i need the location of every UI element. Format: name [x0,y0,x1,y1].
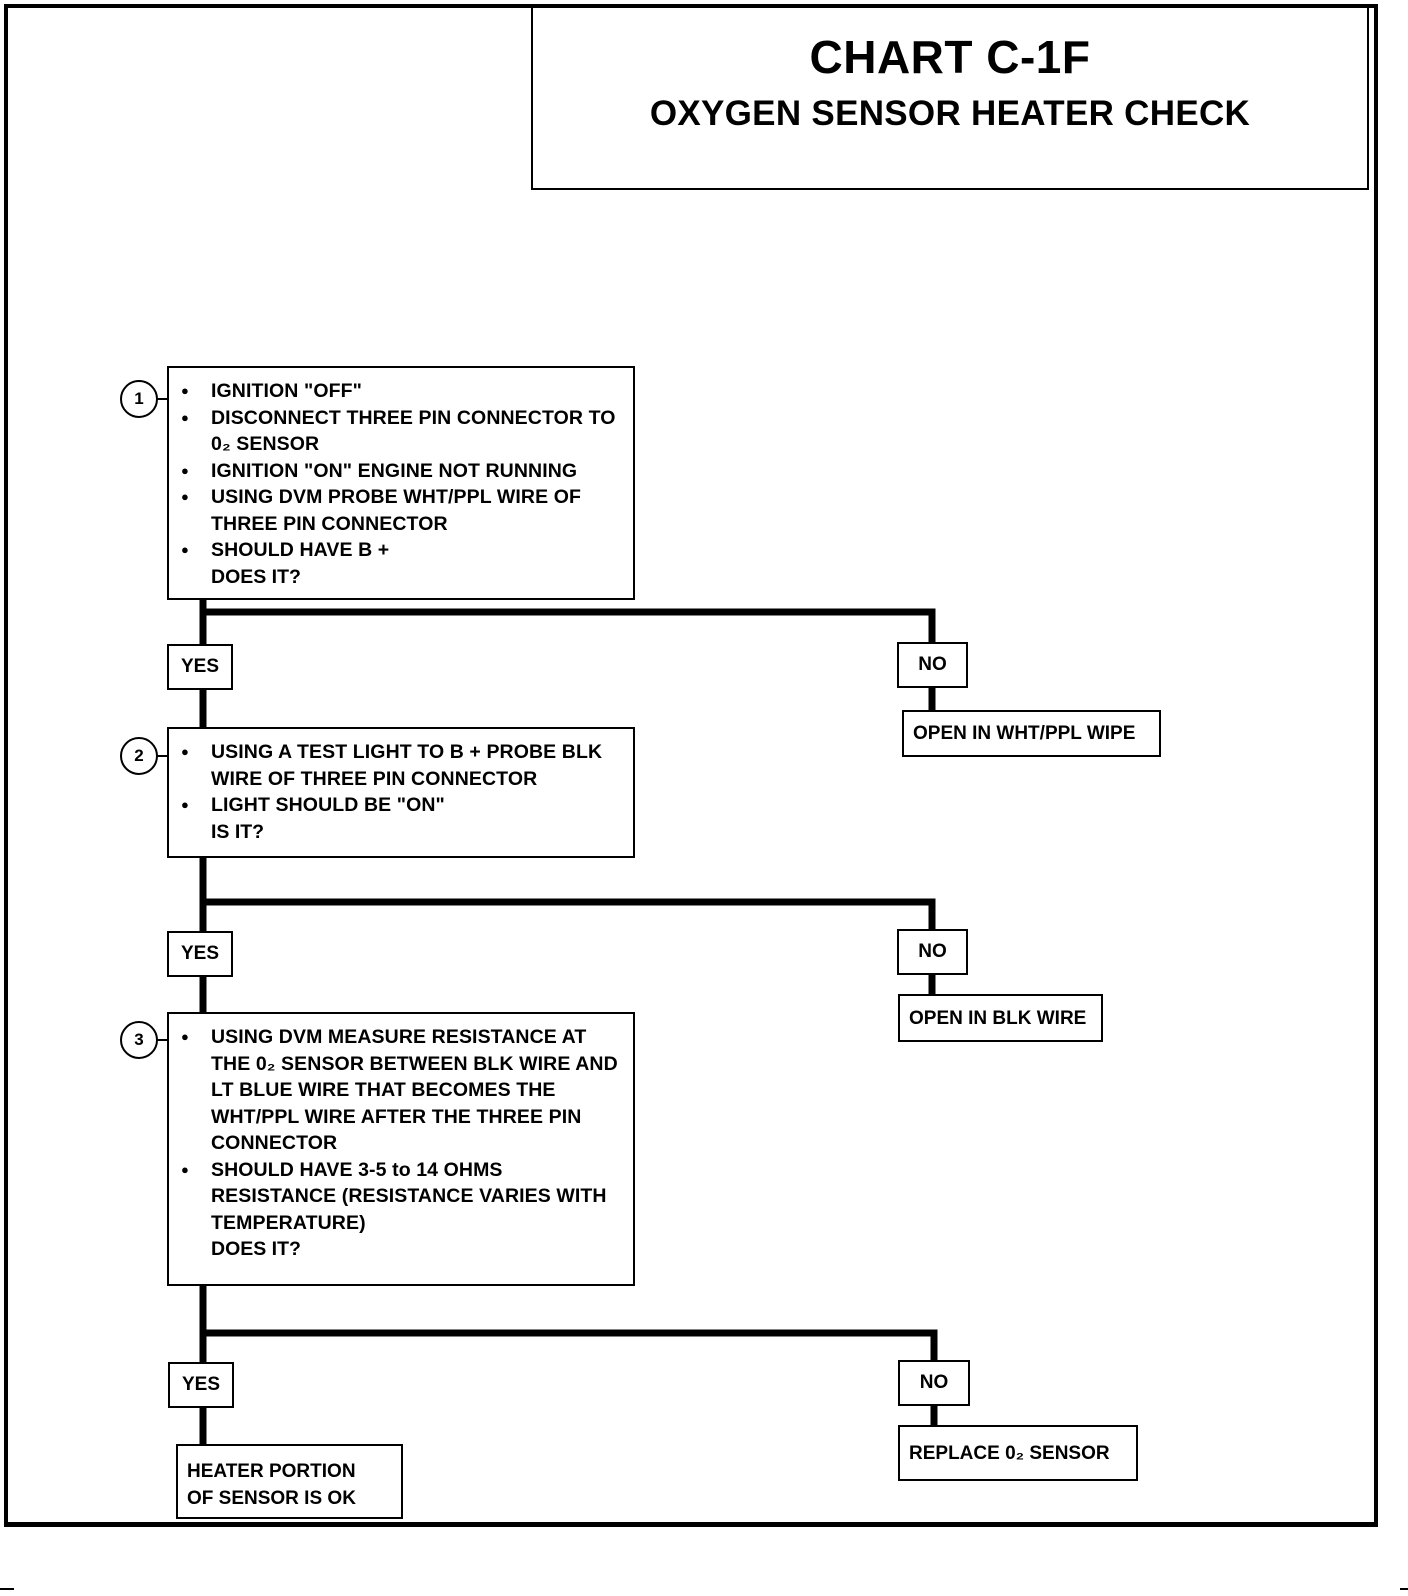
step-3-bullet-continued: WHT/PPL WIRE AFTER THE THREE PIN [211,1105,582,1128]
step-1-number-circle: 1 [120,380,158,418]
step-1-yes-label: YES [167,644,233,690]
step-1-question: DOES IT? [211,565,301,588]
step-2-bullet-continued: WIRE OF THREE PIN CONNECTOR [211,767,538,790]
step-3-bullet-continued: RESISTANCE (RESISTANCE VARIES WITH [211,1185,607,1207]
step-2-question: IS IT? [211,820,265,843]
step-2-no-label: NO [897,929,968,975]
step-3-bullet-continued: LT BLUE WIRE THAT BECOMES THE [211,1079,556,1101]
step-3-pointer [156,1039,168,1041]
step-1-bullet: SHOULD HAVE B + [179,537,623,564]
step-3-no-label: NO [898,1360,970,1406]
step-3-bullet-continued: THE 0₂ SENSOR BETWEEN BLK WIRE AND [211,1052,618,1075]
step-1-box: IGNITION "OFF" DISCONNECT THREE PIN CONN… [167,366,635,600]
step-2-bullet: USING A TEST LIGHT TO B + PROBE BLK [179,739,623,766]
step-2-number: 2 [134,746,144,765]
step-1-bullet: IGNITION "OFF" [179,378,623,405]
step-3-bullet: SHOULD HAVE 3-5 to 14 OHMS [179,1157,623,1184]
title-block: CHART C-1F OXYGEN SENSOR HEATER CHECK [531,6,1369,190]
step-2-no-result: OPEN IN BLK WIRE [898,994,1103,1042]
step-3-bullet: USING DVM MEASURE RESISTANCE AT [179,1024,623,1051]
step-1-bullet: IGNITION "ON" ENGINE NOT RUNNING [179,458,623,485]
step-1-bullet: USING DVM PROBE WHT/PPL WIRE OF [179,484,623,511]
step-3-number: 3 [134,1030,144,1049]
step-3-box: USING DVM MEASURE RESISTANCE AT THE 0₂ S… [167,1012,635,1286]
step-1-number: 1 [134,389,144,408]
step-1-no-result: OPEN IN WHT/PPL WIPE [902,710,1161,757]
chart-title: CHART C-1F [809,31,1091,83]
step-3-bullet-continued: CONNECTOR [211,1132,338,1154]
step-2-yes-label: YES [167,931,233,977]
step-2-number-circle: 2 [120,737,158,775]
step-1-bullet-continued: 0₂ SENSOR [211,433,320,455]
step-3-yes-result-line: HEATER PORTION [187,1461,356,1482]
step-3-no-result: REPLACE 0₂ SENSOR [898,1425,1138,1481]
step-2-bullet: LIGHT SHOULD BE "ON" [179,792,623,819]
step-3-yes-result: HEATER PORTION OF SENSOR IS OK [176,1444,403,1519]
step-1-pointer [156,398,168,400]
step-1-bullet-continued: THREE PIN CONNECTOR [211,512,448,535]
scan-edge-mark-left [0,1588,14,1590]
scan-edge-mark-right [1400,1588,1408,1590]
step-3-yes-label: YES [168,1362,234,1408]
step-2-pointer [156,755,168,757]
step-3-bullet-continued: TEMPERATURE) [211,1211,366,1234]
step-3-yes-result-line: OF SENSOR IS OK [187,1488,356,1509]
step-3-question: DOES IT? [211,1238,301,1260]
chart-subtitle: OXYGEN SENSOR HEATER CHECK [649,94,1251,133]
step-1-bullet: DISCONNECT THREE PIN CONNECTOR TO [179,405,623,432]
step-3-number-circle: 3 [120,1021,158,1059]
step-1-no-label: NO [897,642,968,688]
step-2-box: USING A TEST LIGHT TO B + PROBE BLK WIRE… [167,727,635,858]
